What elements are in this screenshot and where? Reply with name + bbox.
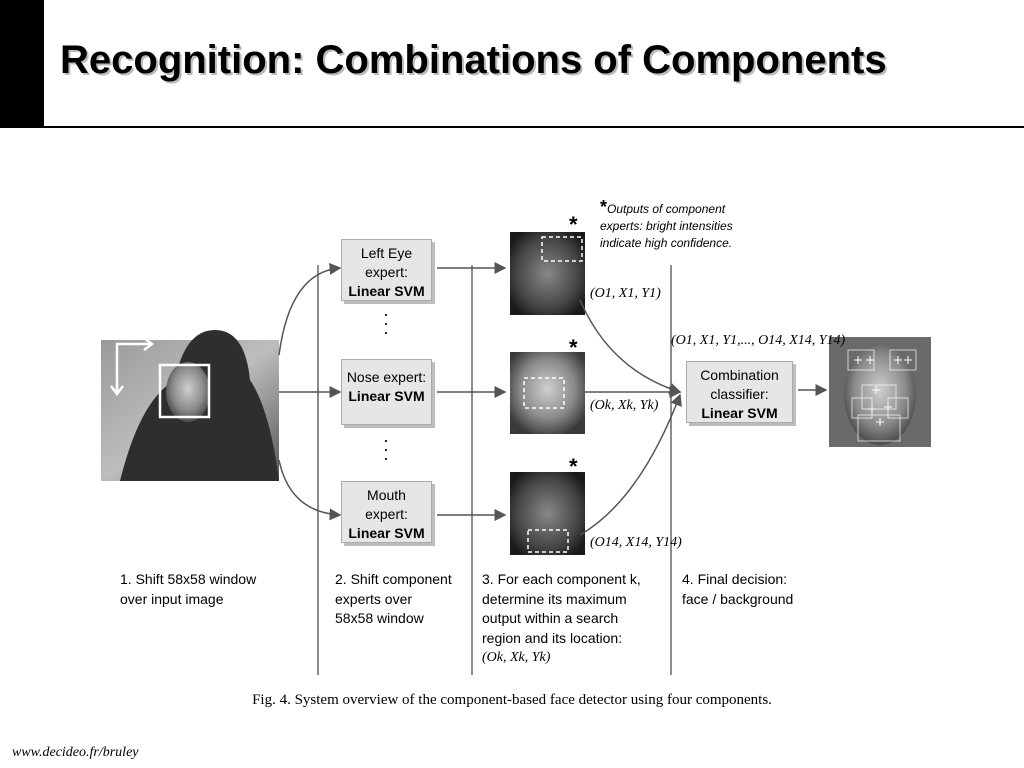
output-tuple-14: (O14, X14, Y14) — [590, 535, 682, 550]
footer-url: www.decideo.fr/bruley — [12, 745, 139, 760]
title-accent-bar — [0, 0, 44, 127]
confidence-star: * — [569, 335, 578, 360]
final-face-image — [829, 337, 931, 447]
confidence-star: * — [569, 454, 578, 479]
output-map-mouth — [510, 472, 585, 555]
combination-classifier: Combination classifier: Linear SVM — [686, 361, 793, 423]
output-map-nose — [510, 352, 585, 434]
left-eye-expert: Left Eye expert: Linear SVM — [341, 239, 432, 301]
output-tuple-1: (O1, X1, Y1) — [590, 286, 661, 301]
scan-window — [158, 363, 211, 419]
output-map-left-eye — [510, 232, 585, 315]
mouth-expert: Mouth expert: Linear SVM — [341, 481, 432, 543]
combined-vector: (O1, X1, Y1,..., O14, X14, Y14) — [671, 333, 846, 348]
step-3: 3. For each component k,determine its ma… — [482, 571, 641, 665]
ellipsis-dots: ··· — [383, 304, 389, 342]
step-4: 4. Final decision:face / background — [682, 571, 794, 607]
output-tuple-k: (Ok, Xk, Yk) — [590, 398, 659, 413]
slide-title: Recognition: Combinations of Components — [60, 38, 887, 82]
figure-caption: Fig. 4. System overview of the component… — [252, 692, 772, 708]
input-image — [101, 330, 279, 481]
title-divider — [0, 126, 1024, 128]
confidence-star: * — [569, 212, 578, 237]
nose-expert: Nose expert: Linear SVM — [341, 359, 432, 425]
outputs-note: *Outputs of component experts: bright in… — [600, 197, 733, 250]
ellipsis-dots: ··· — [383, 430, 389, 468]
